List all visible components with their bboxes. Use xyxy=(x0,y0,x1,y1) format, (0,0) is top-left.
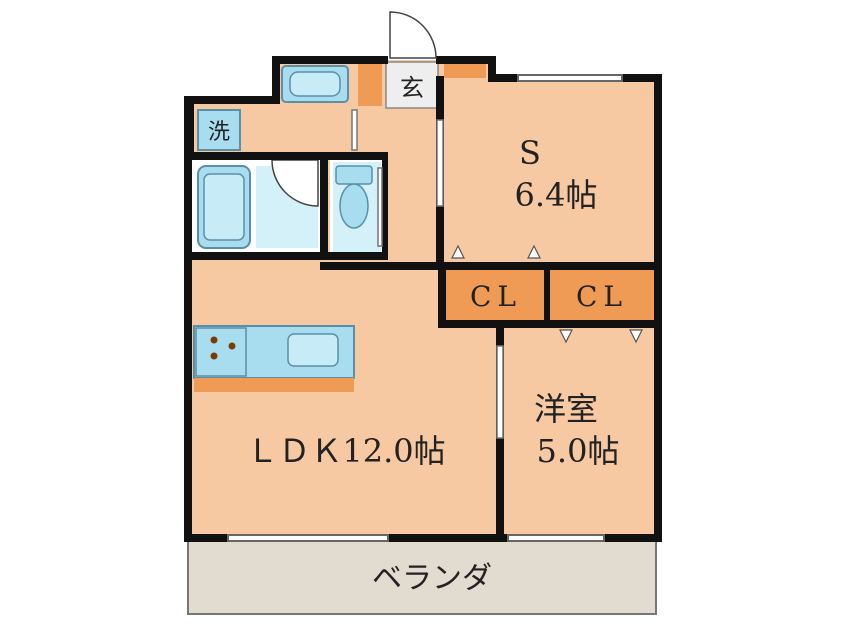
closet-2 xyxy=(550,270,654,322)
closet-1-label: CL xyxy=(470,280,522,313)
western-room-size: 5.0帖 xyxy=(537,432,620,470)
sliding-doors xyxy=(351,109,504,439)
service-room-name: S xyxy=(519,134,541,172)
service-room-size: 6.4帖 xyxy=(515,176,598,214)
entrance-door-swing xyxy=(389,11,437,59)
balcony-area xyxy=(187,539,657,615)
toilet-tank xyxy=(335,165,373,185)
kitchen-stove xyxy=(195,327,247,377)
entrance-label: 玄 xyxy=(400,74,424,102)
western-room-name: 洋室 xyxy=(534,390,598,428)
burner-2-icon xyxy=(228,342,236,350)
laundry-label: 洗 xyxy=(208,120,230,145)
windows xyxy=(227,74,623,542)
burner-1-icon xyxy=(210,336,218,344)
bathtub-basin xyxy=(203,173,245,241)
washbasin-bowl xyxy=(289,71,341,97)
entrance-shoe-box xyxy=(358,62,382,106)
laundry-box xyxy=(197,109,241,151)
kitchen-counter-edge xyxy=(194,378,354,392)
bathroom-door-swing xyxy=(271,159,319,207)
entrance-step xyxy=(444,62,486,78)
closet-1 xyxy=(446,270,546,322)
toilet-bowl xyxy=(339,183,369,229)
closet-2-label: CL xyxy=(576,280,628,313)
burner-3-icon xyxy=(210,352,218,360)
ldk-label: ＬＤＫ12.0帖 xyxy=(246,432,445,470)
kitchen-sink xyxy=(287,333,339,367)
balcony-label: ベランダ xyxy=(372,561,492,596)
closet-door-marks xyxy=(451,244,643,344)
